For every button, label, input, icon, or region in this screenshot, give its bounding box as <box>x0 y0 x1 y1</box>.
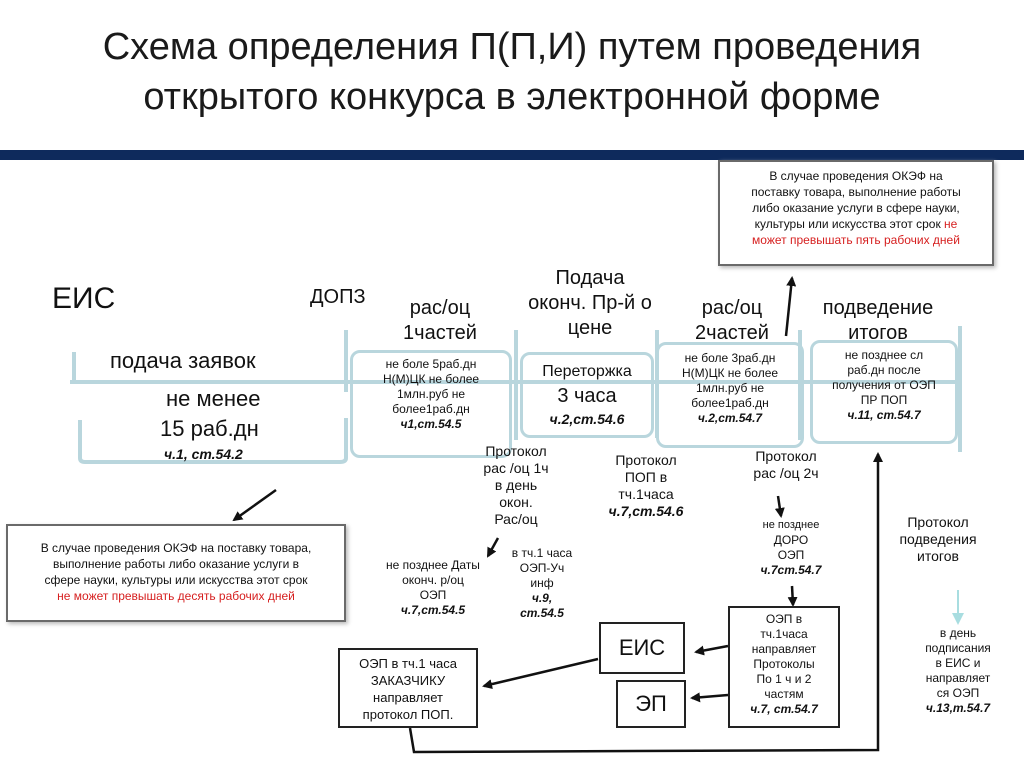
submission-min2: 15 раб.дн <box>160 416 259 441</box>
protocol-final-publish: в день подписания в ЕИС и направляет ся … <box>925 626 991 715</box>
stage2-box <box>520 352 654 438</box>
stage4-details: не позднее сл раб.дн после получения от … <box>832 348 936 422</box>
ep-box: ЭП <box>616 680 686 728</box>
customer-box: ОЭП в тч.1 часа ЗАКАЗЧИКУ направляет про… <box>338 648 478 728</box>
oep-send-box: ОЭП в тч.1часа направляет Протоколы По 1… <box>728 606 840 728</box>
note-line: В случае проведения ОКЭФ на поставку тов… <box>40 541 312 555</box>
stage2-title: Подача оконч. Пр-й о цене <box>528 267 652 339</box>
note-line: сфере науки, культуры или искусства этот… <box>44 573 308 587</box>
stage1-title: рас/оц 1частей <box>403 297 477 344</box>
page-title: Схема определения П(П,И) путем проведени… <box>0 22 1024 122</box>
title-line-2: открытого конкурса в электронной форме <box>143 76 881 118</box>
protocol-pop-label: Протокол ПОП в тч.1часа ч.7,ст.54.6 <box>608 452 684 519</box>
dopz-label: ДОПЗ <box>310 286 366 308</box>
note-line: культуры или искусства этот срок не <box>754 217 958 231</box>
header-divider <box>0 150 1024 160</box>
note-line-red: не может превышать десять рабочих дней <box>57 589 295 603</box>
stage3-box <box>656 342 804 448</box>
submission-ref: ч.1, ст.54.2 <box>164 446 243 462</box>
submission-label: подача заявок <box>110 348 256 373</box>
note-line: либо оказание услуги в сфере науки, <box>752 201 960 215</box>
header <box>0 0 1024 150</box>
protocol1-deadline: не позднее Даты оконч. р/оц ОЭП ч.7,ст.5… <box>386 558 480 617</box>
note-line: поставку товара, выполнение работы <box>751 185 961 199</box>
note-left: В случае проведения ОКЭФ на поставку тов… <box>6 524 346 622</box>
stage4-title: подведение итогов <box>822 297 934 344</box>
protocol2-label: Протокол рас /оц 2ч <box>753 448 819 481</box>
stage4-box <box>810 340 958 444</box>
stage3-details: не боле 3раб.дн Н(М)ЦК не более 1млн.руб… <box>681 351 779 425</box>
protocol-final-label: Протокол подведения итогов <box>899 514 977 564</box>
stage1-details: не боле 5раб.дн Н(М)ЦК не более 1млн.руб… <box>382 357 480 431</box>
title-line-1: Схема определения П(П,И) путем проведени… <box>102 26 922 68</box>
stage3-title: рас/оц 2частей <box>695 297 769 344</box>
note-line: выполнение работы либо оказание услуги в <box>52 557 300 571</box>
protocol2-deadline: не позднее ДОРО ОЭП ч.7ст.54.7 <box>760 519 822 577</box>
submission-min1: не менее <box>166 386 261 411</box>
note-line-red: может превышать пять рабочих дней <box>752 233 960 247</box>
note-line: В случае проведения ОКЭФ на <box>769 169 943 183</box>
eis-label: ЕИС <box>52 282 116 315</box>
protocol1-label: Протокол рас /оц 1ч в день окон. Рас/оц <box>483 443 549 527</box>
note-top-right: В случае проведения ОКЭФ на поставку тов… <box>718 160 994 266</box>
protocol1-send: в тч.1 часа ОЭП-Уч инф ч.9, ст.54.5 <box>511 546 573 620</box>
stage2-details: Переторжка 3 часа ч.2,ст.54.6 <box>542 363 632 427</box>
stage1-box <box>350 350 512 458</box>
eis-box: ЕИС <box>599 622 685 674</box>
